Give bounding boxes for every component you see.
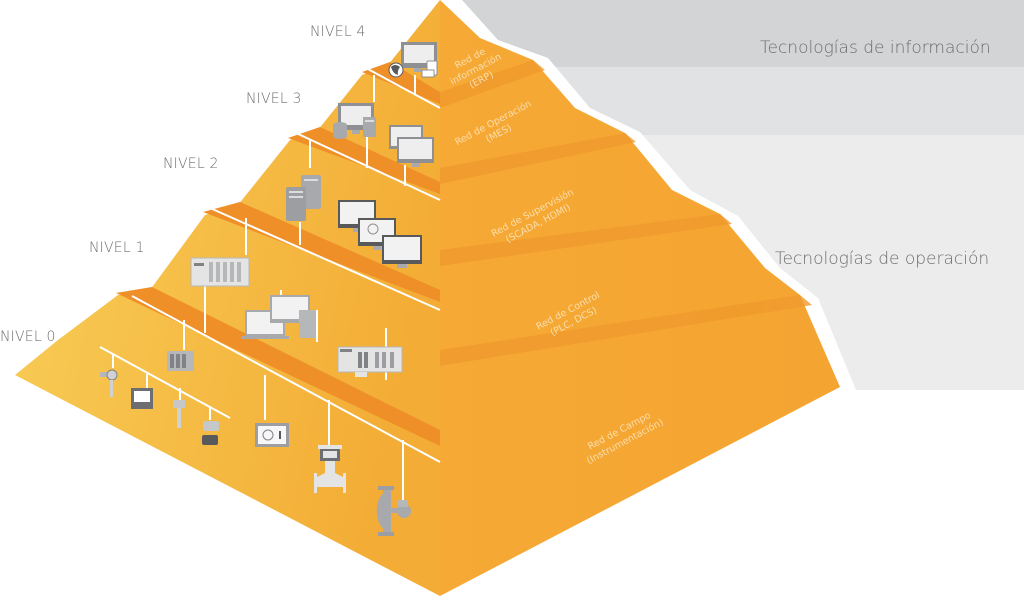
dual-monitor-icon[interactable]	[389, 125, 434, 167]
flowmeter-icon[interactable]	[376, 486, 411, 536]
dcs-controller-icon[interactable]	[337, 346, 403, 377]
band-label-ot: Tecnologías de operación	[775, 249, 990, 269]
pyramid-right-face	[440, 0, 840, 596]
database-icon[interactable]	[333, 122, 347, 139]
level-label-4: NIVEL 4	[310, 24, 366, 40]
band-it-top	[455, 0, 1024, 67]
plc-rack-icon[interactable]	[190, 257, 250, 287]
left-face-steps	[116, 62, 440, 446]
globe-icon[interactable]	[388, 62, 404, 78]
server-icon[interactable]	[363, 117, 376, 137]
level-label-1: NIVEL 1	[89, 240, 145, 256]
temperature-sensor-icon[interactable]	[173, 400, 185, 428]
flow-transmitter-icon[interactable]	[202, 421, 219, 445]
level-label-3: NIVEL 3	[246, 91, 302, 107]
gauge-panel-icon[interactable]	[255, 423, 289, 447]
pyramid-left-face	[15, 0, 440, 596]
nivel-0-devices	[100, 351, 411, 536]
nivel-3-devices	[333, 103, 434, 167]
level-label-2: NIVEL 2	[163, 156, 219, 172]
diagram-monitor-icon[interactable]	[382, 235, 422, 268]
erp-monitor-icon[interactable]	[401, 42, 437, 72]
nivel-1-devices	[190, 257, 403, 377]
nivel-2-devices	[286, 175, 422, 268]
right-face-steps	[440, 60, 812, 366]
band-label-it: Tecnologías de información	[760, 38, 991, 58]
level-label-0: NIVEL 0	[0, 329, 56, 345]
display-unit-icon[interactable]	[131, 388, 153, 409]
workstation-icon[interactable]	[270, 295, 316, 338]
server-rack-icon[interactable]	[286, 175, 321, 221]
io-module-icon[interactable]	[167, 351, 194, 371]
pressure-transmitter-icon[interactable]	[100, 369, 118, 397]
control-valve-icon[interactable]	[314, 445, 346, 493]
network-lines	[99, 67, 441, 500]
nivel-4-devices	[388, 42, 438, 78]
tablet-icon[interactable]	[421, 60, 438, 78]
